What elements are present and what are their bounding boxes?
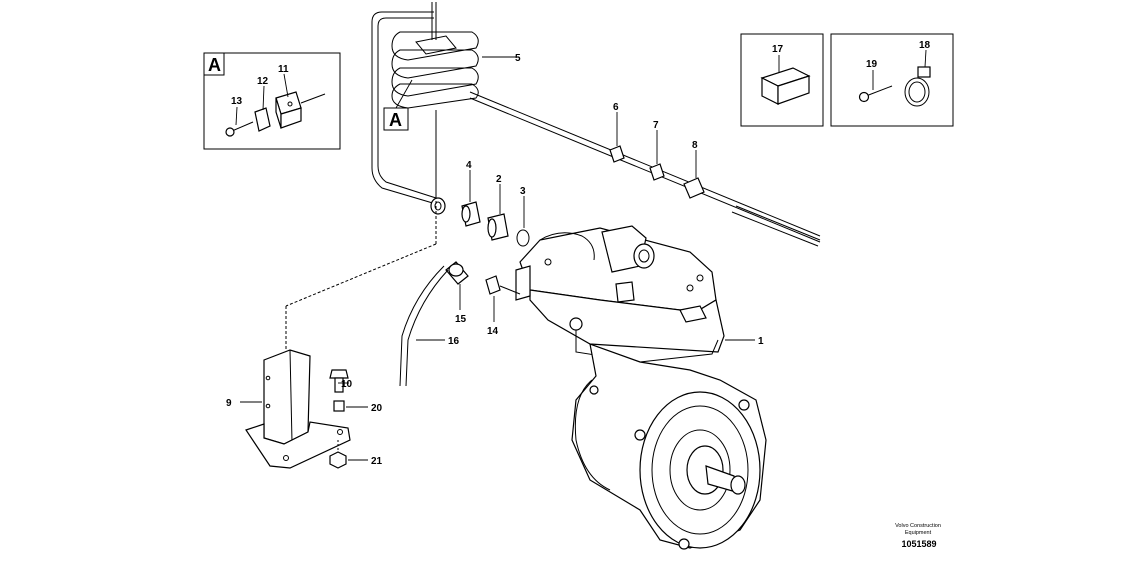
nut-8: 8 <box>683 140 821 247</box>
callout-8: 8 <box>692 140 698 151</box>
detail-box-17: 17 <box>740 33 824 127</box>
plate-12 <box>254 107 271 132</box>
callout-2: 2 <box>496 174 502 185</box>
maker-line-1: Volvo Construction <box>895 523 941 529</box>
drawing-footer: Volvo Construction Equipment 1051589 <box>895 523 941 549</box>
adapter-2: 2 <box>487 174 509 241</box>
pipe-coil-5: 5 <box>371 2 821 243</box>
nipple-14: 14 <box>485 275 521 337</box>
callout-10: 10 <box>341 379 353 390</box>
callout-20: 20 <box>371 403 383 414</box>
svg-text:A: A <box>389 110 402 130</box>
compressor-1: 1 <box>515 225 767 550</box>
callout-21: 21 <box>371 456 383 467</box>
callout-19: 19 <box>866 59 878 70</box>
dashed-connection <box>285 196 437 350</box>
callout-13: 13 <box>231 96 243 107</box>
hose-16: 16 <box>399 265 460 387</box>
spacer-20: 20 <box>333 400 383 414</box>
detail-box-a: A 13 12 11 <box>203 52 341 150</box>
ferrule-7: 7 <box>649 120 665 181</box>
callout-12: 12 <box>257 76 269 87</box>
bracket-9: 9 <box>226 349 351 469</box>
o-ring-3: 3 <box>516 186 530 247</box>
adapter-4: 4 <box>461 160 481 227</box>
drawing-number: 1051589 <box>901 539 936 549</box>
callout-5: 5 <box>515 53 521 64</box>
detail-box-a-letter: A <box>208 55 221 75</box>
callout-15: 15 <box>455 314 467 325</box>
callout-1: 1 <box>758 336 764 347</box>
elbow-15: 15 <box>445 261 469 325</box>
callout-14: 14 <box>487 326 499 337</box>
detail-box-18-19: 19 18 <box>830 33 954 127</box>
callout-4: 4 <box>466 160 472 171</box>
sleeve-6: 6 <box>609 102 625 163</box>
maker-line-2: Equipment <box>905 530 932 536</box>
callout-3: 3 <box>520 186 526 197</box>
detail-marker-a: A <box>383 79 413 131</box>
screw-10: 10 <box>329 369 353 393</box>
callout-7: 7 <box>653 120 659 131</box>
nut-21: 21 <box>329 440 383 469</box>
bolt-13 <box>225 121 254 137</box>
callout-17: 17 <box>772 44 784 55</box>
coil-nut <box>430 197 446 215</box>
callout-16: 16 <box>448 336 460 347</box>
callout-18: 18 <box>919 40 931 51</box>
callout-9: 9 <box>226 398 232 409</box>
callout-11: 11 <box>278 64 289 75</box>
callout-6: 6 <box>613 102 619 113</box>
